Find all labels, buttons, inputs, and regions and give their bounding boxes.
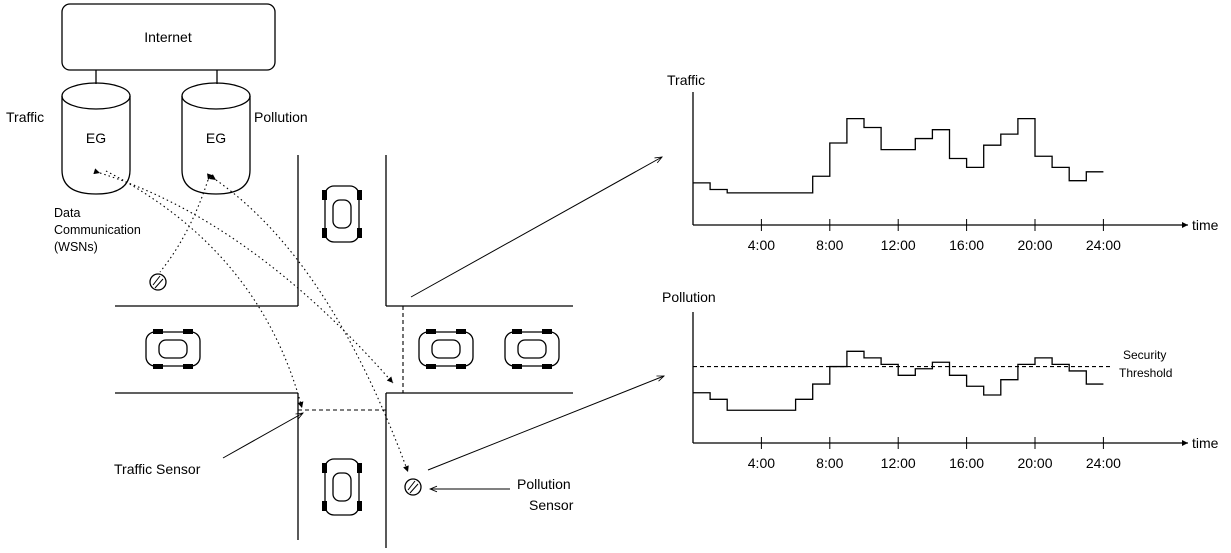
car-vertical-bottom: [322, 458, 362, 516]
internet-box: Internet: [61, 3, 276, 71]
pollution-chart-pointer: [427, 375, 664, 471]
internet-label: Internet: [144, 29, 192, 45]
data-comm-line-3: (WSNs): [54, 240, 98, 254]
threshold-label-line-2: Threshold: [1119, 366, 1172, 380]
x-tick-label: 4:00: [748, 455, 775, 471]
x-tick-label: 4:00: [748, 237, 775, 253]
data-comm-line-2: Communication: [54, 223, 141, 237]
x-tick-label: 12:00: [881, 455, 916, 471]
pollution-chart: Pollution time 4:00 8:00 12:00 16:00 20:00 24…: [662, 289, 1219, 471]
traffic-chart: Traffic time 4:00 8:00 12:00 16:00 20:00 24:0…: [667, 72, 1219, 253]
x-tick-label: 16:00: [949, 237, 984, 253]
x-tick-label: 8:00: [816, 237, 843, 253]
pollution-series-line: [693, 350, 1104, 411]
pollution-x-ticks: 4:00 8:00 12:00 16:00 20:00 24:00: [748, 437, 1121, 471]
traffic-eg-label: EG: [86, 130, 106, 146]
car-horizontal-left: [145, 329, 201, 369]
data-comm-line-1: Data: [54, 206, 80, 220]
pollution-x-label: time: [1192, 435, 1219, 451]
data-communication-label: Data Communication (WSNs): [54, 206, 141, 254]
pollution-edge-gateway: EG: [181, 82, 251, 195]
traffic-eg-side-label: Traffic: [6, 109, 44, 125]
x-tick-label: 12:00: [881, 237, 916, 253]
x-tick-label: 8:00: [816, 455, 843, 471]
pollution-sensor-icon: [404, 478, 422, 496]
pollution-sensor-label-line-2: Sensor: [529, 497, 574, 513]
traffic-chart-pointer: [410, 157, 662, 298]
car-horizontal-right-2: [504, 329, 560, 369]
traffic-edge-gateway: EG: [61, 82, 131, 195]
x-tick-label: 24:00: [1086, 237, 1121, 253]
x-tick-label: 16:00: [949, 455, 984, 471]
pollution-chart-title: Pollution: [662, 289, 716, 305]
traffic-x-label: time: [1192, 217, 1219, 233]
traffic-x-ticks: 4:00 8:00 12:00 16:00 20:00 24:00: [748, 219, 1121, 253]
car-horizontal-right-1: [418, 329, 474, 369]
pollution-sensor-icon-upper: [149, 273, 167, 291]
x-tick-label: 20:00: [1017, 237, 1052, 253]
x-tick-label: 20:00: [1017, 455, 1052, 471]
wsn-links: [93, 168, 409, 473]
pollution-eg-side-label: Pollution: [254, 109, 308, 125]
threshold-label-line-1: Security: [1123, 348, 1166, 362]
pollution-eg-label: EG: [206, 130, 226, 146]
traffic-sensor-label: Traffic Sensor: [114, 461, 201, 477]
x-tick-label: 24:00: [1086, 455, 1121, 471]
traffic-series-line: [693, 117, 1104, 194]
traffic-sensor-pointer: [222, 413, 303, 459]
pollution-sensor-label-line-1: Pollution: [517, 476, 571, 492]
car-vertical-top: [322, 185, 362, 243]
traffic-chart-title: Traffic: [667, 72, 705, 88]
